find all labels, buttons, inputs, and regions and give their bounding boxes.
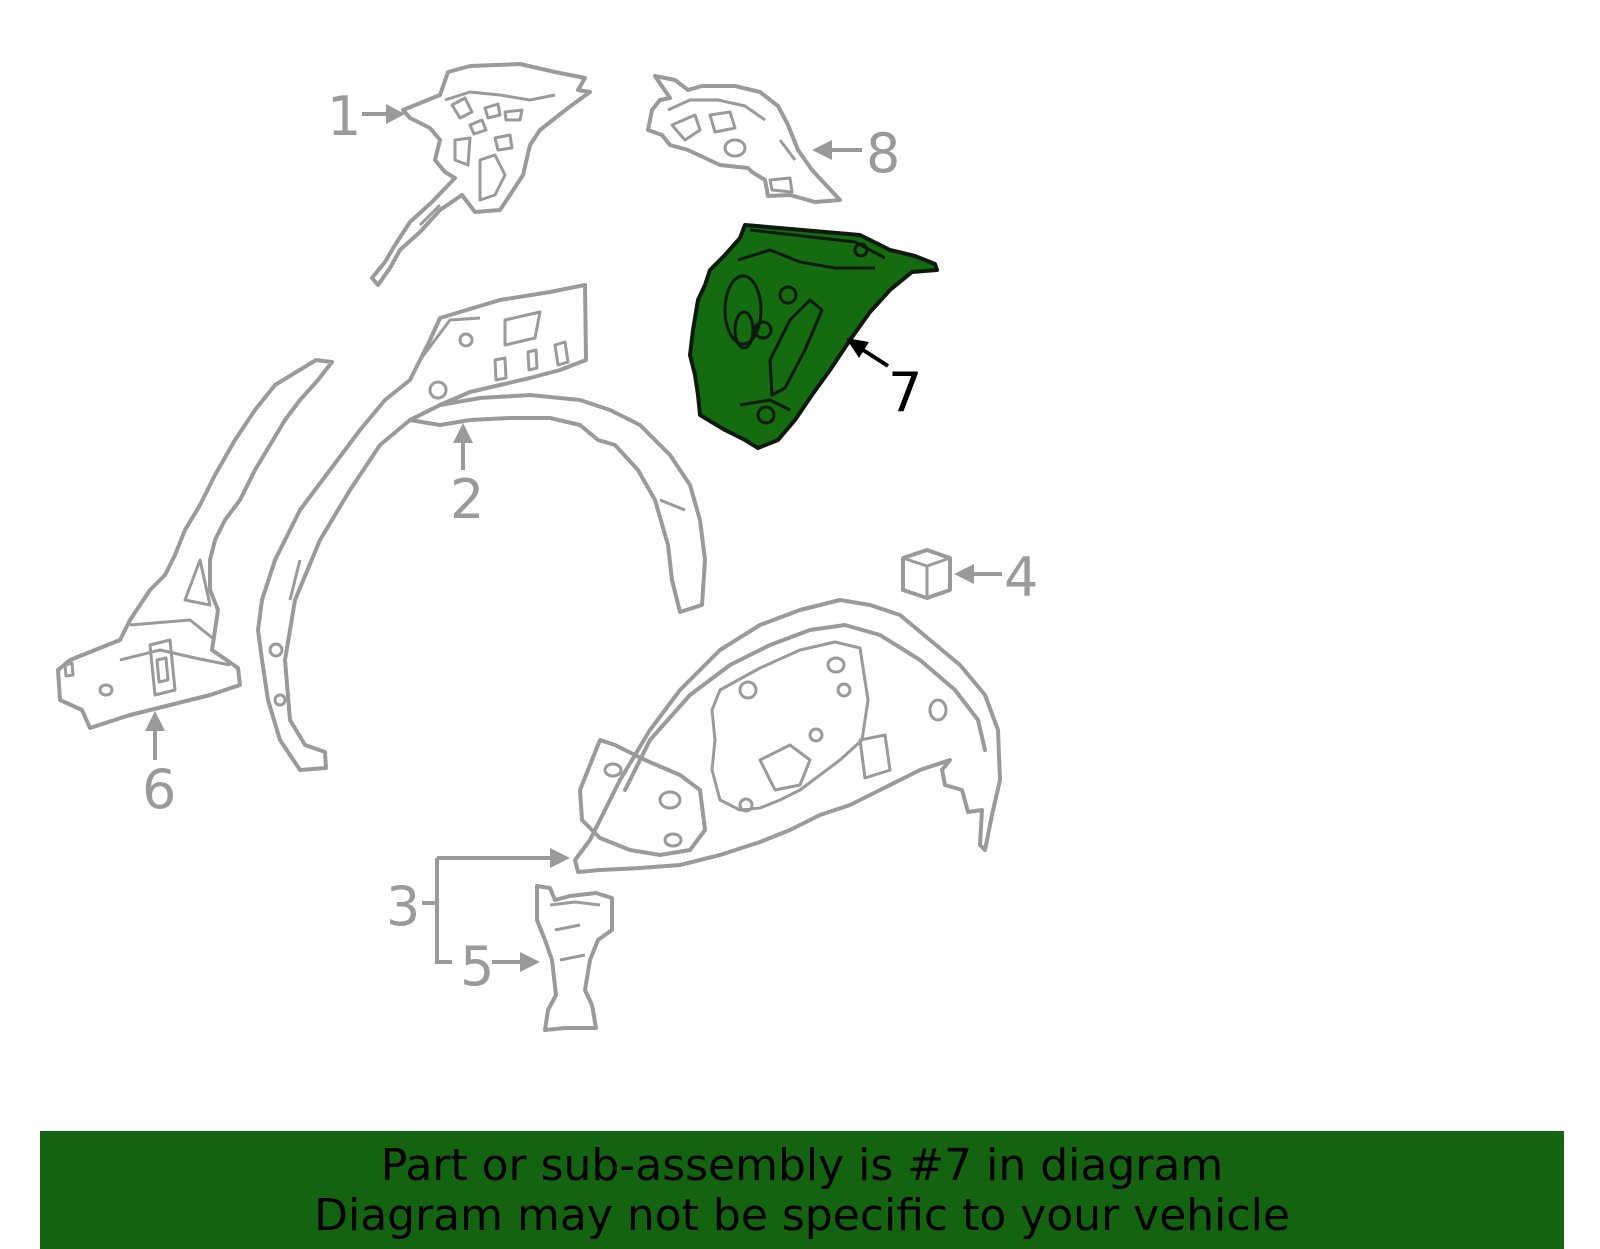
part-8[interactable] — [646, 74, 842, 204]
part-1[interactable] — [370, 62, 592, 287]
part-5[interactable] — [535, 884, 614, 1032]
arrow-6-head — [145, 711, 165, 731]
arrow-7 — [858, 346, 890, 368]
callout-4: 4 — [1004, 546, 1038, 609]
arrow-2-head — [453, 423, 473, 443]
part-4[interactable] — [901, 548, 952, 600]
callout-5: 5 — [460, 935, 494, 998]
callout-1: 1 — [327, 85, 361, 148]
callout-3: 3 — [386, 875, 420, 938]
part-2[interactable] — [256, 283, 707, 772]
arrow-5-head — [520, 952, 540, 972]
callout-8: 8 — [866, 122, 900, 185]
callout-7: 7 — [888, 361, 922, 424]
info-banner: Part or sub-assembly is #7 in diagram Di… — [40, 1131, 1564, 1249]
part-3[interactable] — [573, 598, 1002, 874]
banner-line-2: Diagram may not be specific to your vehi… — [314, 1190, 1290, 1241]
arrow-8-head — [812, 140, 832, 160]
callout-2: 2 — [450, 468, 484, 531]
arrow-4-head — [954, 564, 974, 584]
arrow-7-head — [846, 338, 869, 358]
arrow-3-head — [550, 848, 570, 868]
banner-line-1: Part or sub-assembly is #7 in diagram — [380, 1140, 1224, 1191]
part-7-highlighted[interactable] — [688, 223, 939, 450]
callout-6: 6 — [142, 758, 176, 821]
arrow-1-head — [386, 104, 405, 124]
bracket-3-5 — [422, 856, 552, 964]
part-6[interactable] — [56, 358, 334, 730]
